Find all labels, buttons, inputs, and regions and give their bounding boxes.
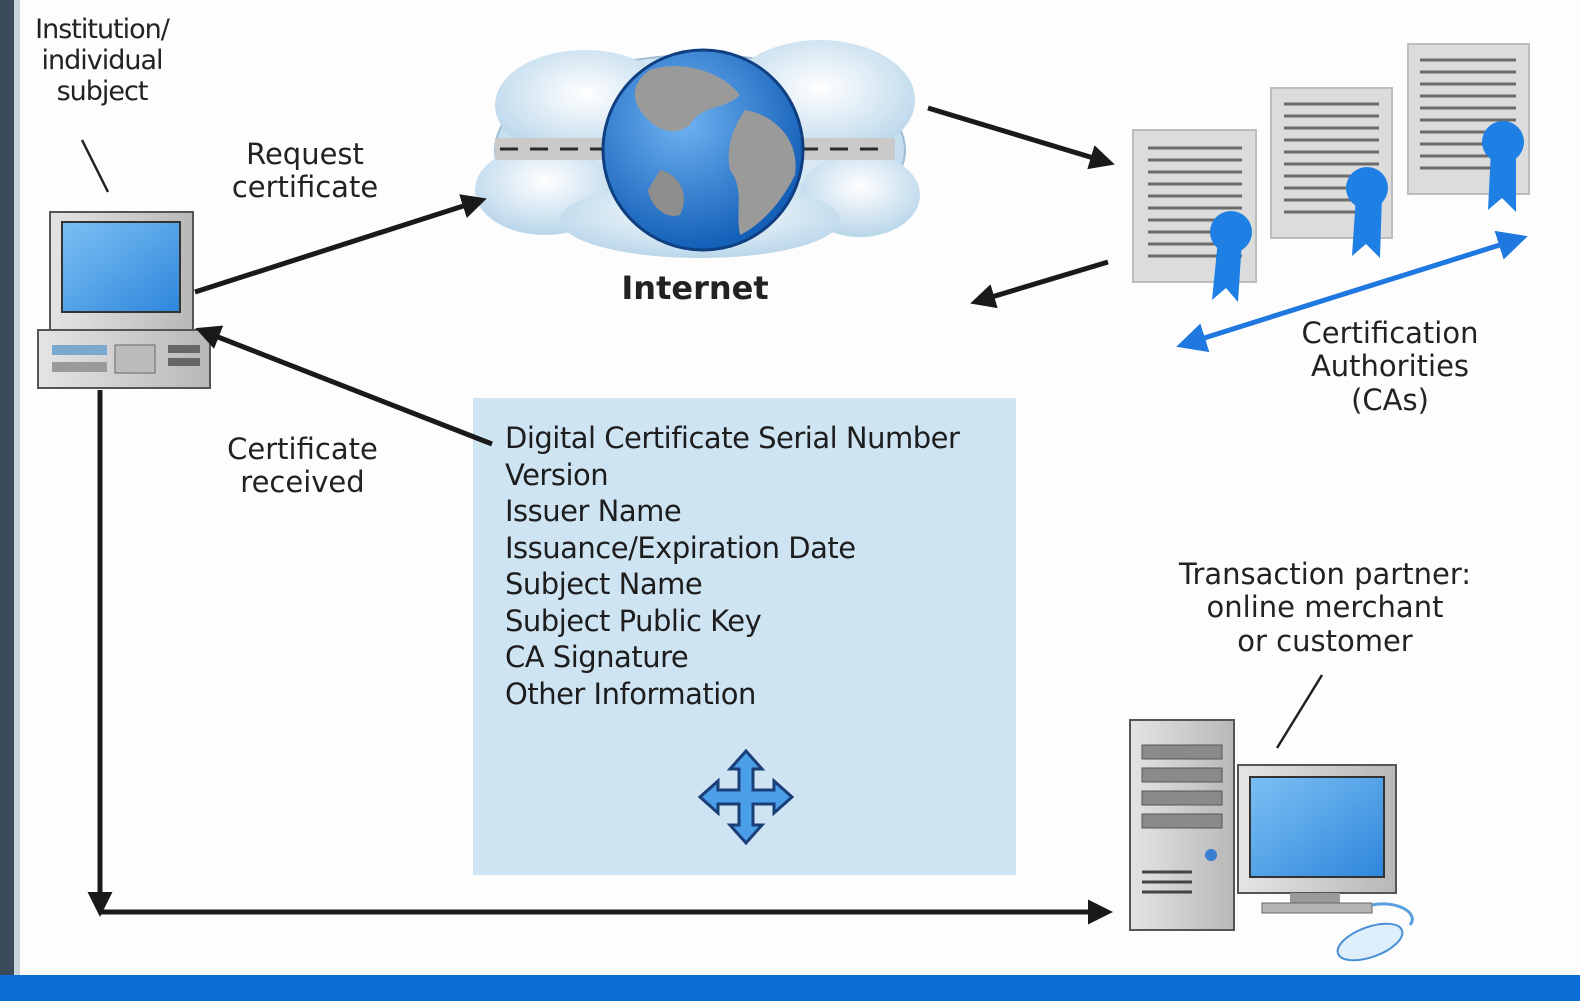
mouse-icon (1336, 902, 1414, 962)
certificate-field-list: Digital Certificate Serial Number Versio… (505, 420, 1005, 712)
workstation-icon (37, 211, 211, 389)
request-arrow (194, 194, 487, 295)
subject-label: Institution/ individual subject (35, 14, 170, 108)
certificate-field: Issuer Name (505, 494, 682, 528)
certificate-field: Digital Certificate Serial Number (505, 421, 960, 455)
certification-authorities-label: Certification Authorities (CAs) (1301, 316, 1479, 417)
certificate-received-arrow (195, 325, 493, 447)
server-tower-icon (1129, 719, 1235, 931)
subject-leader-line (80, 139, 110, 193)
certificate-field: Issuance/Expiration Date (505, 530, 856, 565)
ca-to-internet-arrow (970, 259, 1109, 309)
certificate-field: Subject Name (505, 567, 703, 601)
left-edge-shade (14, 0, 20, 1001)
internet-label: Internet (621, 269, 769, 307)
certificate-field: Version (505, 457, 609, 492)
certificate-field: CA Signature (505, 640, 689, 674)
ca-double-arrow (1176, 230, 1528, 353)
internet-to-ca-arrow (927, 105, 1115, 170)
certificate-field: Subject Public Key (505, 603, 762, 638)
partner-leader-line (1275, 674, 1324, 749)
left-edge-strip (0, 0, 14, 1001)
globe-icon (601, 48, 805, 252)
transaction-partner-label: Transaction partner: online merchant or … (1179, 557, 1471, 658)
four-way-arrow-icon (697, 748, 795, 846)
bottom-band (0, 975, 1580, 1001)
monitor-icon (1237, 764, 1397, 914)
certificate-field: Other Information (505, 676, 756, 711)
request-certificate-label: Request certificate (231, 137, 379, 205)
certificate-icon (1407, 43, 1530, 195)
certificate-received-label: Certificate received (227, 432, 378, 500)
